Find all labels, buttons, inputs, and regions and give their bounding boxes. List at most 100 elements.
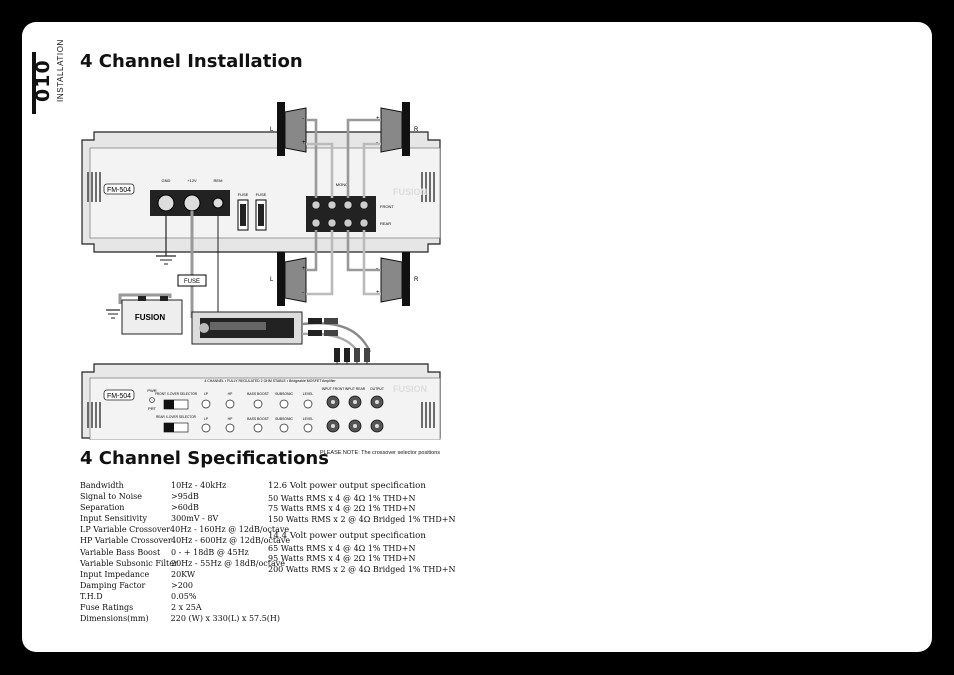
spec-value: 2 x 25A	[171, 603, 202, 613]
spec-label: HP Variable Crossover	[80, 536, 172, 546]
power-line: 200 Watts RMS x 2 @ 4Ω Bridged 1% THD+N	[268, 564, 456, 574]
knob-label-hp-2: HP	[228, 417, 233, 421]
model-label-bottom: FM-504	[107, 393, 131, 400]
crossover-note: PLEASE NOTE: The crossover selector posi…	[320, 450, 441, 456]
spec-row: Bandwidth 10Hz - 40kHz	[80, 480, 280, 491]
input-rear-label: INPUT REAR	[345, 387, 366, 391]
installation-title: 4 Channel Installation	[80, 51, 303, 72]
knob-label-bass-2: BASS BOOST	[247, 417, 269, 421]
knob-label-lp-2: LP	[204, 417, 209, 421]
speaker-fl-neg: -	[302, 116, 304, 122]
spec-row: Input Impedance 20KW	[80, 569, 280, 580]
spec-value: >200	[171, 580, 193, 590]
spec-row: Fuse Ratings 2 x 25A	[80, 602, 280, 613]
inline-fuse-label: FUSE	[184, 279, 200, 285]
power-heading: 14.4 Volt power output specification	[268, 531, 426, 541]
spec-value: 10Hz - 40kHz	[171, 481, 227, 490]
amplifier-control-panel: FM-504 4 CHANNEL • FULLY REGULATED 2 OHM…	[81, 363, 441, 440]
knob-label-lp-1: LP	[204, 392, 209, 396]
speaker-wires	[306, 118, 381, 296]
power-heading: 12.6 Volt power output specification	[268, 481, 426, 491]
section-label: INSTALLATION	[56, 39, 65, 102]
spec-row: Signal to Noise>95dB	[80, 491, 280, 502]
input-front-label: INPUT FRONT	[322, 387, 345, 391]
spec-value: >95dB	[171, 492, 199, 502]
brand-watermark-top: FUSION	[393, 187, 427, 197]
power-wiring: FUSE	[106, 208, 219, 322]
speaker-fl-pos: +	[302, 140, 306, 146]
power-line: 150 Watts RMS x 2 @ 4Ω Bridged 1% THD+N	[268, 514, 456, 524]
battery: FUSION	[121, 296, 183, 335]
spec-label: Dimensions(mm)	[80, 614, 149, 624]
spec-value: 40Hz - 160Hz @ 12dB/octave	[170, 525, 290, 535]
indicator-prt: PRT	[148, 406, 156, 411]
knob-label-hp-1: HP	[228, 392, 233, 396]
spec-label: Fuse Ratings	[80, 603, 134, 613]
power-group-12v: 12.6 Volt power output specification 50 …	[268, 481, 488, 525]
output-label: OUTPUT	[370, 387, 384, 391]
rear-terminal-label: REAR	[380, 221, 391, 226]
speaker-rear-right: R - +	[376, 252, 419, 306]
spec-label: T.H.D	[80, 591, 103, 601]
speaker-rl-side: L	[270, 277, 274, 283]
spec-row: Separation >60dB	[80, 502, 280, 513]
spec-label: LP Variable Crossover	[80, 525, 171, 535]
spec-value: 0.05%	[171, 591, 197, 601]
spec-value: 20Hz - 55Hz @ 18dB/octave	[171, 558, 286, 568]
spec-row: Variable Bass Boost 0 - + 18dB @ 45Hz	[80, 547, 280, 558]
power-line: 75 Watts RMS x 4 @ 2Ω 1% THD+N	[268, 504, 416, 513]
speaker-front-left: L - +	[270, 102, 307, 156]
spec-value: 40Hz - 600Hz @ 12dB/octave	[171, 536, 291, 546]
terminal-rem-label: REM	[214, 178, 223, 183]
spec-label: Variable Bass Boost	[80, 547, 161, 557]
spec-row: Damping Factor >200	[80, 580, 280, 591]
spec-label: Bandwidth	[80, 481, 124, 490]
knob-label-bass-1: BASS BOOST	[247, 392, 269, 396]
power-output-specs: 12.6 Volt power output specification 50 …	[268, 481, 488, 581]
fuse-holder-label-2: FUSE	[256, 192, 267, 197]
manual-page: 010 INSTALLATION 4 Channel Installation …	[22, 22, 932, 652]
spec-row: Dimensions(mm) 220 (W) x 330(L) x 57.5(H)	[80, 613, 280, 624]
power-line: 65 Watts RMS x 4 @ 4Ω 1% THD+N	[268, 543, 416, 553]
page-number-bar	[32, 52, 36, 114]
speaker-rl-neg: -	[302, 290, 304, 296]
spec-table: Bandwidth 10Hz - 40kHz Signal to Noise>95…	[80, 480, 290, 624]
power-line: 50 Watts RMS x 4 @ 4Ω 1% THD+N	[268, 493, 416, 503]
power-line: 95 Watts RMS x 4 @ 2Ω 1% THD+N	[268, 554, 416, 563]
speaker-fr-side: R	[414, 127, 419, 133]
spec-label: Damping Factor	[80, 580, 146, 590]
specifications-title: 4 Channel Specifications	[80, 448, 329, 469]
amplifier-top-view: FM-504 GND +12V REM FUSE FUSE FRONT REAR	[81, 131, 441, 253]
power-group-14v: 14.4 Volt power output specification 65 …	[268, 531, 488, 575]
spec-label: Separation	[80, 503, 125, 513]
head-unit	[191, 311, 303, 345]
model-label-top: FM-504	[107, 187, 131, 194]
knob-label-level-1: LEVEL	[303, 392, 314, 396]
spec-label: Input Impedance	[80, 569, 150, 579]
terminal-gnd-label: GND	[162, 178, 171, 183]
knob-label-subsonic-2: SUBSONIC	[275, 417, 293, 421]
front-terminal-label: FRONT	[380, 204, 394, 209]
spec-value: 20KW	[171, 569, 196, 579]
knob-label-level-2: LEVEL	[303, 417, 314, 421]
page-number: 010	[32, 59, 54, 102]
front-xover-label: FRONT X-OVER SELECTOR	[155, 392, 198, 396]
spec-row: T.H.D 0.05%	[80, 591, 280, 602]
wiring-diagram: FM-504 GND +12V REM FUSE FUSE FRONT REAR	[81, 102, 441, 440]
spec-value: 220 (W) x 330(L) x 57.5(H)	[170, 614, 280, 624]
spec-value: >60dB	[171, 503, 199, 513]
spec-value: 0 - + 18dB @ 45Hz	[171, 547, 249, 557]
panel-description: 4 CHANNEL • FULLY REGULATED 2 OHM STABLE…	[204, 379, 336, 383]
speaker-fl-side: L	[270, 127, 274, 133]
spec-label: Variable Subsonic Filter	[80, 558, 178, 568]
spec-value: 300mV - 8V	[171, 514, 219, 524]
speaker-rear-left: L + -	[270, 252, 307, 306]
knob-label-subsonic-1: SUBSONIC	[275, 392, 293, 396]
speaker-rr-side: R	[414, 277, 419, 283]
fuse-holder-label-1: FUSE	[238, 192, 249, 197]
brand-watermark-bottom: FUSION	[393, 384, 427, 394]
